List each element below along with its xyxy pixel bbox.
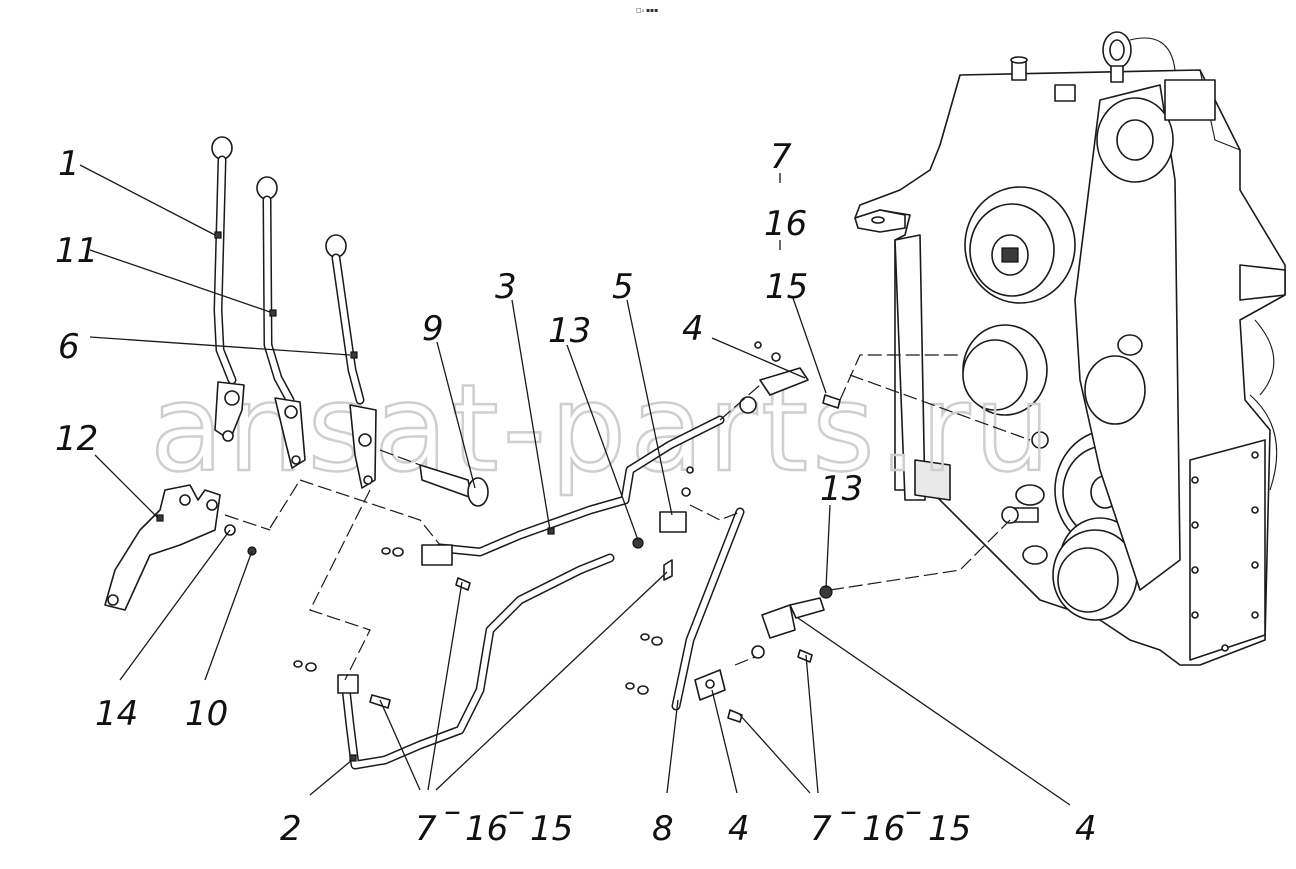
shift-fork [632,466,694,581]
separator-right-2: – [905,791,922,831]
callout-10: 10 [185,694,228,734]
callout-8: 8 [652,809,674,849]
bearing-cap-middle [962,324,1048,416]
assembly-axes [224,354,1031,681]
header-text: □₀ ▪▪▪ [636,7,658,14]
callout-13-b: 13 [820,469,863,509]
lower-link [761,585,833,663]
pivot-pin [379,449,489,507]
bearing-cap-lower [1052,529,1138,621]
lever-8 [625,507,765,723]
rod-fasteners [293,547,471,709]
callout-5: 5 [612,267,634,307]
callout-16-left: 16 [465,809,508,849]
shift-lever-11 [256,176,306,469]
callout-14: 14 [95,694,138,734]
lifting-eye [1102,31,1176,83]
callout-2: 2 [280,809,302,849]
callout-16-top: 16 [764,204,807,244]
callout-13-a: 13 [548,311,591,351]
leader-lines [79,164,1071,806]
callout-15-right: 15 [928,809,971,849]
separator-right-1: – [840,791,857,831]
callout-1: 1 [58,144,80,184]
separator-left-1: – [444,791,461,831]
callout-15-top: 15 [765,267,808,307]
separator-left-2: – [508,791,525,831]
callout-6: 6 [58,327,80,367]
shift-lever-1 [211,136,245,442]
shift-rod-2 [337,553,615,770]
callouts: 1 11 6 12 14 10 9 3 13 5 4 7 16 15 13 2 … [55,137,1097,849]
callout-7-right: 7 [810,809,832,849]
lever-bracket [104,484,221,611]
bearing-cap-upper [964,186,1076,304]
callout-4-c: 4 [1075,809,1097,849]
callout-4-b: 4 [728,809,750,849]
gearbox-housing [854,31,1286,666]
callout-12: 12 [55,419,98,459]
callout-16-right: 16 [862,809,905,849]
shift-lever-6 [325,234,377,489]
shaft-ends [1001,334,1143,565]
callout-7-top: 7 [770,137,792,177]
callout-15-left: 15 [530,809,573,849]
callout-9: 9 [422,309,444,349]
callout-4-a: 4 [682,309,704,349]
callout-3: 3 [495,267,517,307]
shift-rod-3 [421,415,725,566]
cover-bolts [1191,451,1259,652]
callout-7-left: 7 [415,809,437,849]
callout-11: 11 [55,231,98,271]
upper-link [719,341,841,421]
